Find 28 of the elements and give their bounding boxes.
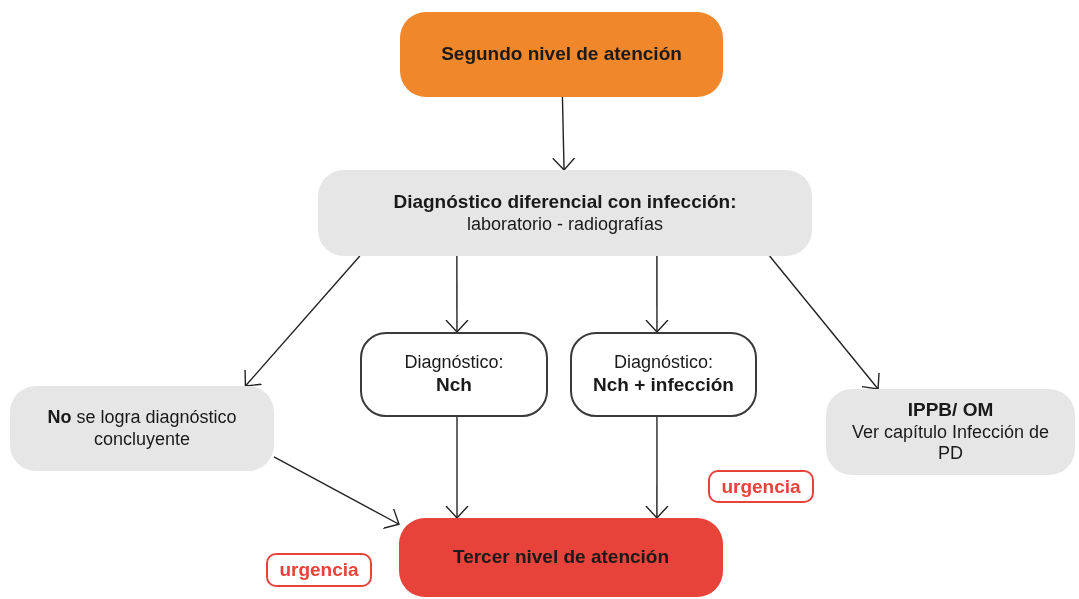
process-box <box>318 170 812 256</box>
arrow <box>445 255 469 333</box>
diagnosis-box <box>570 332 757 417</box>
box-text: Nch + infección <box>593 373 734 397</box>
box-heading: Diagnóstico diferencial con infección: <box>393 190 737 214</box>
diagnosis-box <box>360 332 548 417</box>
box-text: Nch <box>436 373 472 397</box>
end-box <box>399 518 723 597</box>
urgency-tag: urgencia <box>708 470 814 503</box>
box-heading: Diagnóstico: <box>613 352 714 374</box>
start-box <box>400 12 723 97</box>
arrow <box>552 96 576 171</box>
arrow <box>645 255 669 333</box>
box-text: Segundo nivel de atención <box>441 43 682 66</box>
box-heading: Diagnóstico: <box>404 352 504 374</box>
arrow <box>273 456 400 529</box>
box-text: Tercer nivel de atención <box>452 546 670 569</box>
box-text: No se logra diagnóstico concluyente <box>46 406 238 451</box>
box-text: laboratorio - radiografías <box>466 213 664 236</box>
process-box <box>10 386 274 471</box>
box-text: Ver capítulo Infección de PD <box>850 421 1051 465</box>
urgency-tag: urgencia <box>266 553 372 587</box>
box-heading: IPPB/ OM <box>907 399 994 422</box>
arrow <box>768 255 880 390</box>
arrow <box>645 416 669 519</box>
arrow <box>445 416 469 519</box>
process-box <box>826 389 1075 475</box>
arrow <box>244 255 361 387</box>
